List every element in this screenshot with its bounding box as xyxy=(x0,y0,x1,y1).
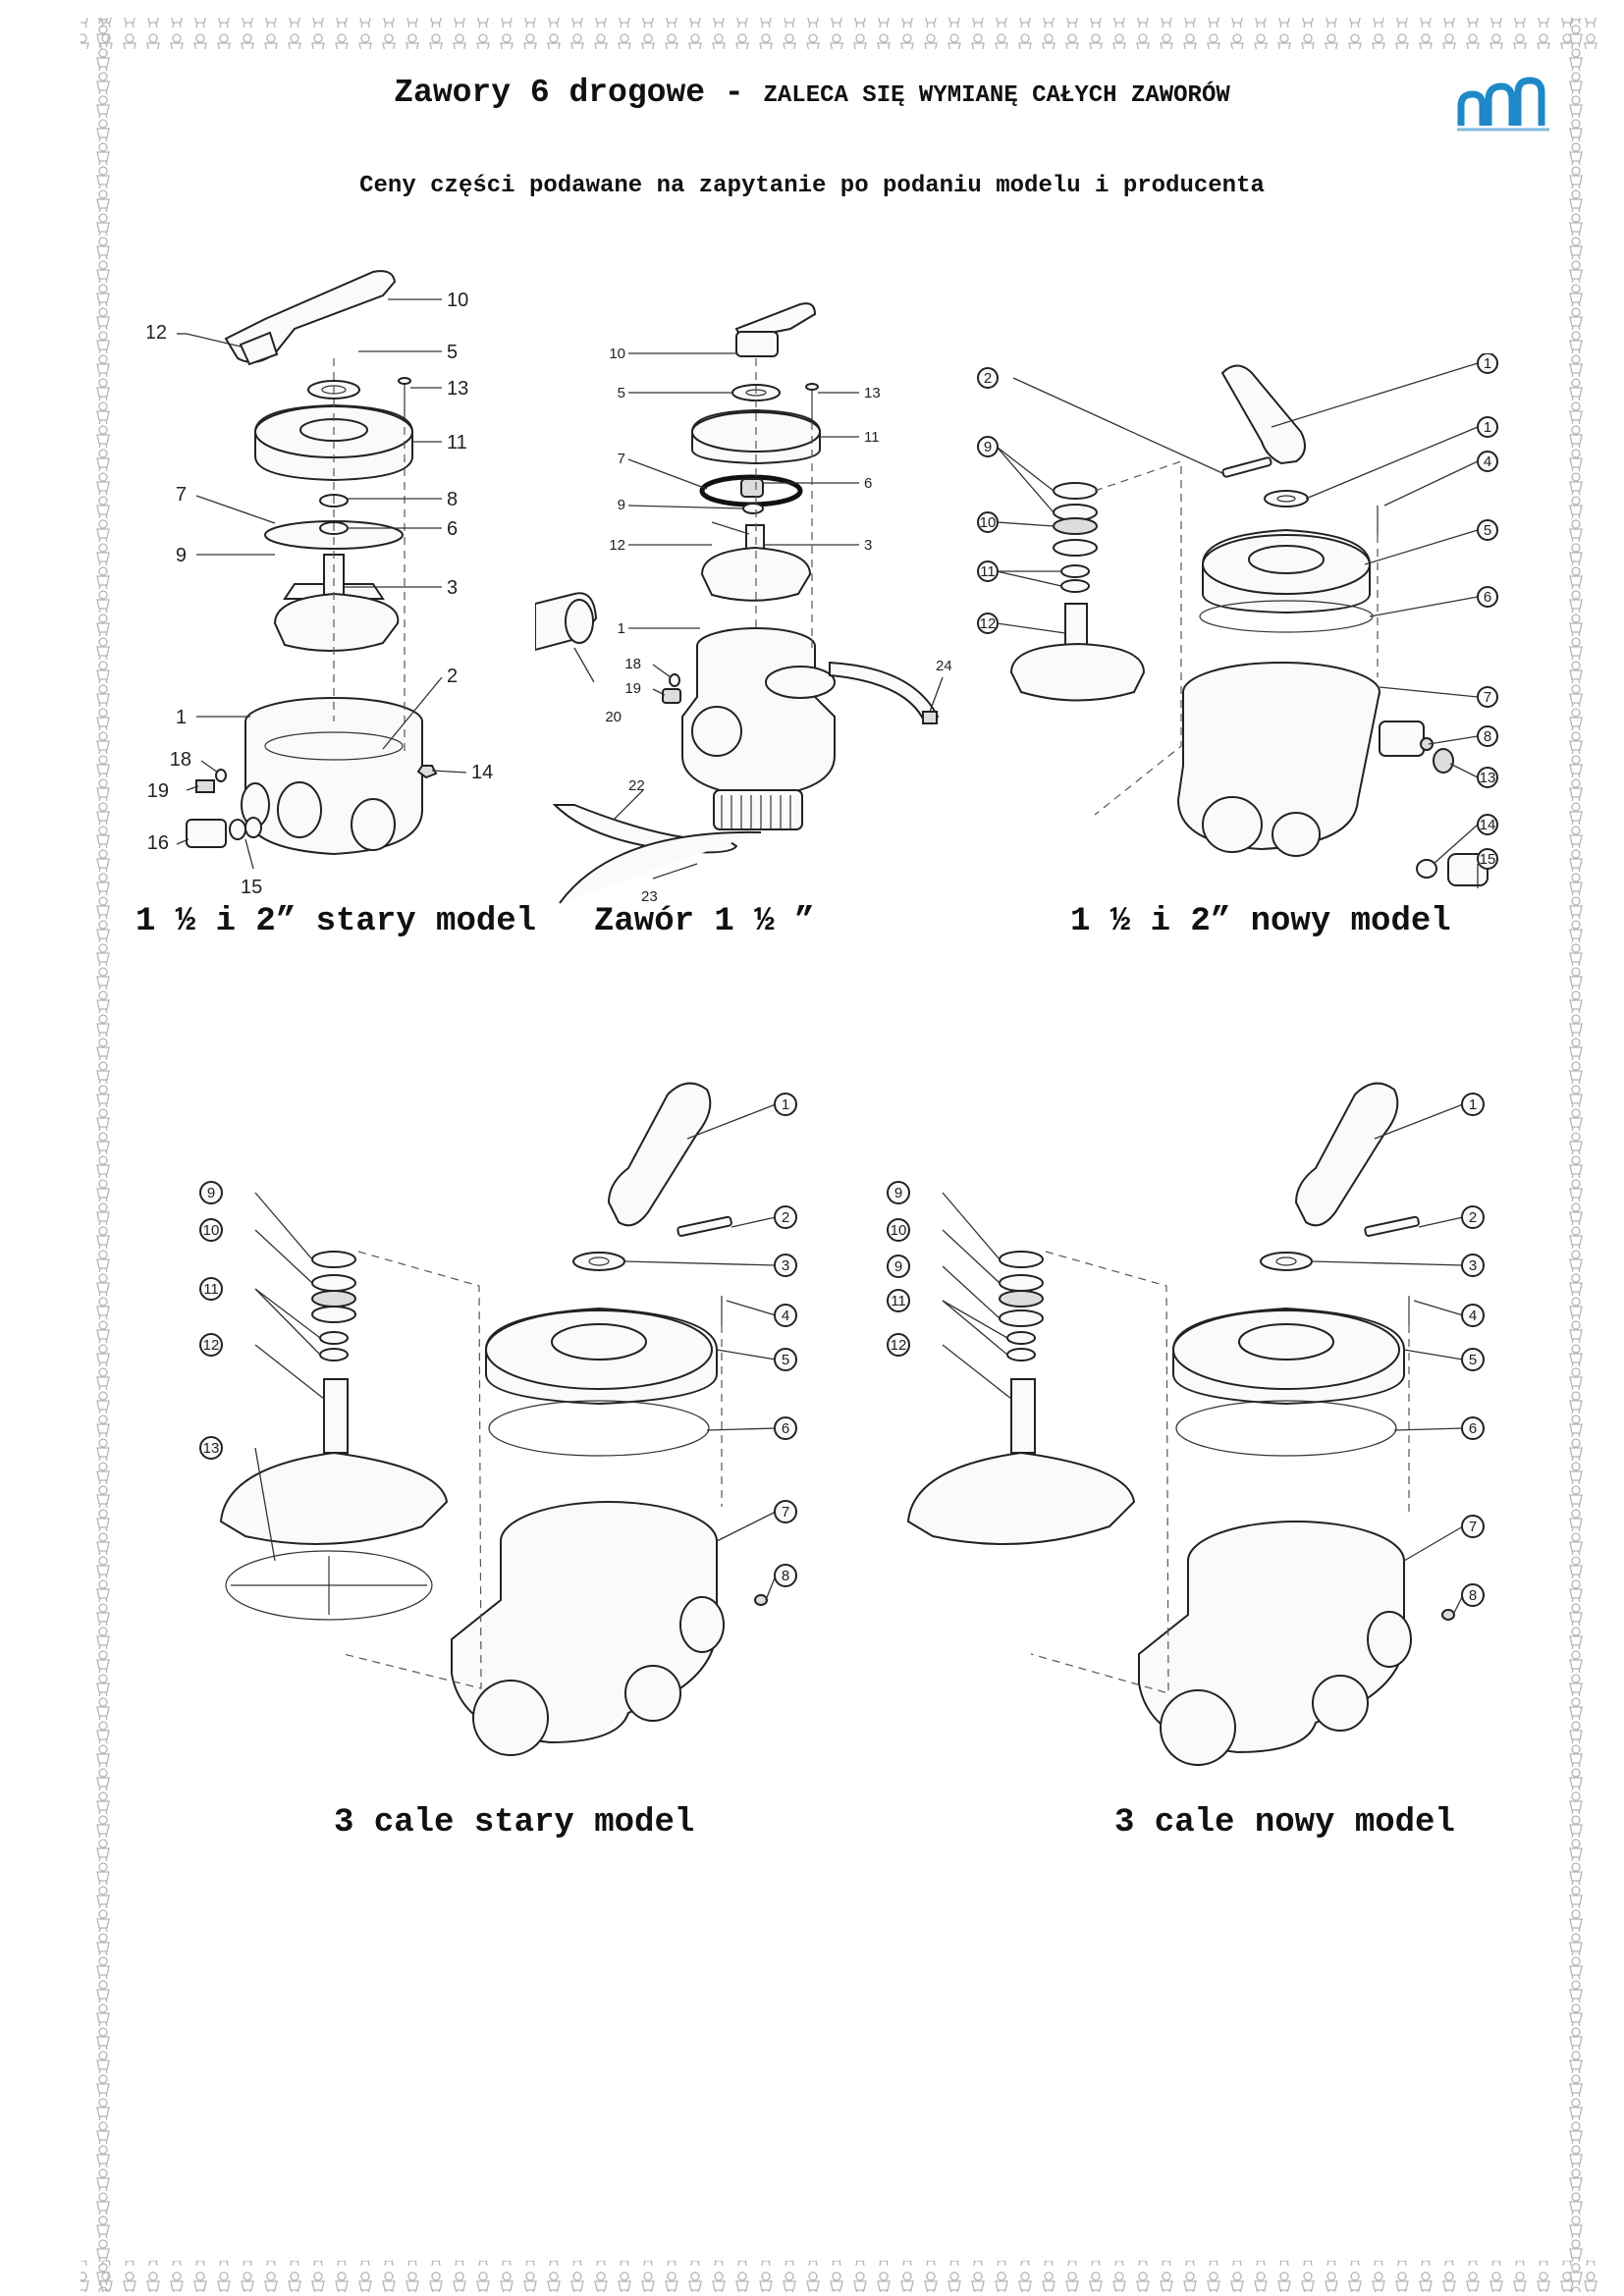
label-10: 10 xyxy=(447,290,468,311)
label-12: 12 xyxy=(980,615,997,632)
label-9: 9 xyxy=(618,497,625,513)
page-title: Zawory 6 drogowe - ZALECA SIĘ WYMIANĘ CA… xyxy=(0,75,1624,111)
label-12: 12 xyxy=(203,1337,220,1354)
label-3: 3 xyxy=(782,1257,789,1274)
wave-arches-logo xyxy=(1457,77,1549,132)
label-9b: 9 xyxy=(894,1258,902,1275)
diagram-old-model-3: 1 9 2 10 3 4 11 5 12 6 13 7 8 xyxy=(199,1082,797,1756)
label-2: 2 xyxy=(447,666,458,687)
label-19: 19 xyxy=(624,680,641,697)
label-1: 1 xyxy=(1469,1096,1477,1113)
label-5: 5 xyxy=(1469,1352,1477,1368)
label-10: 10 xyxy=(609,346,625,362)
label-11: 11 xyxy=(203,1281,219,1298)
label-9: 9 xyxy=(207,1185,215,1201)
label-12: 12 xyxy=(147,322,167,344)
label-3: 3 xyxy=(447,577,458,599)
diagram-new-model-3: 1 9 2 10 3 9 4 11 5 12 6 7 8 xyxy=(887,1082,1485,1766)
diagram-valve-1-5: 10 5 13 11 7 6 9 12 3 1 18 19 20 24 22 2… xyxy=(535,302,952,905)
label-9: 9 xyxy=(984,439,992,455)
label-10: 10 xyxy=(891,1222,907,1239)
label-20: 20 xyxy=(605,709,622,725)
label-5: 5 xyxy=(1484,522,1491,539)
label-1: 1 xyxy=(176,707,187,728)
label-11: 11 xyxy=(980,563,996,580)
label-1: 1 xyxy=(1484,355,1491,372)
label-9: 9 xyxy=(894,1185,902,1201)
caption-new-model-1-5-2: 1 ½ i 2” nowy model xyxy=(1070,903,1451,940)
label-24: 24 xyxy=(936,658,952,674)
label-6: 6 xyxy=(782,1420,789,1437)
label-7: 7 xyxy=(618,451,625,467)
label-2: 2 xyxy=(782,1209,789,1226)
diagram-new-model-1-5-2: 2 1 9 1 4 10 5 11 6 12 7 8 13 14 15 xyxy=(977,353,1498,888)
label-7: 7 xyxy=(1469,1519,1477,1535)
label-15: 15 xyxy=(1480,851,1496,868)
label-16: 16 xyxy=(147,832,169,854)
label-4: 4 xyxy=(782,1308,789,1324)
label-14: 14 xyxy=(471,762,493,783)
label-11: 11 xyxy=(891,1293,906,1309)
label-3: 3 xyxy=(1469,1257,1477,1274)
label-11: 11 xyxy=(864,429,880,446)
label-4: 4 xyxy=(1484,454,1491,470)
label-7: 7 xyxy=(1484,689,1491,706)
label-13: 13 xyxy=(864,385,881,401)
caption-old-model-1-5-2: 1 ½ i 2” stary model xyxy=(135,903,537,940)
label-12: 12 xyxy=(609,537,625,554)
page-subtitle: Ceny części podawane na zapytanie po pod… xyxy=(359,173,1265,199)
label-13: 13 xyxy=(447,378,468,400)
label-5: 5 xyxy=(618,385,625,401)
diagram-old-model-1-5-2: 10 12 5 13 11 7 8 6 9 3 2 1 18 19 14 16 … xyxy=(147,270,493,898)
caption-valve-1-5: Zawór 1 ½ ” xyxy=(594,903,815,940)
label-8: 8 xyxy=(782,1568,789,1584)
label-6: 6 xyxy=(1469,1420,1477,1437)
label-23: 23 xyxy=(641,888,658,905)
label-1: 1 xyxy=(782,1096,789,1113)
label-6: 6 xyxy=(1484,589,1491,606)
label-18: 18 xyxy=(170,749,191,771)
label-10: 10 xyxy=(203,1222,220,1239)
label-13: 13 xyxy=(1480,770,1496,786)
label-19: 19 xyxy=(147,780,169,802)
label-5: 5 xyxy=(782,1352,789,1368)
label-18: 18 xyxy=(624,656,641,672)
label-5: 5 xyxy=(447,342,458,363)
label-14: 14 xyxy=(1480,817,1496,833)
caption-old-model-3: 3 cale stary model xyxy=(334,1804,695,1842)
label-8: 8 xyxy=(447,489,458,510)
label-1b: 1 xyxy=(1484,419,1491,436)
title-note: ZALECA SIĘ WYMIANĘ CAŁYCH ZAWORÓW xyxy=(763,82,1230,109)
label-6: 6 xyxy=(864,475,872,492)
label-7: 7 xyxy=(782,1504,789,1521)
label-1: 1 xyxy=(618,620,625,637)
label-2: 2 xyxy=(984,370,992,387)
caption-new-model-3: 3 cale nowy model xyxy=(1114,1804,1455,1842)
label-10: 10 xyxy=(980,514,997,531)
label-22: 22 xyxy=(628,777,645,794)
label-12: 12 xyxy=(891,1337,907,1354)
label-4: 4 xyxy=(1469,1308,1477,1324)
label-8: 8 xyxy=(1469,1587,1477,1604)
label-7: 7 xyxy=(176,484,187,506)
label-3: 3 xyxy=(864,537,872,554)
title-main: Zawory 6 drogowe - xyxy=(394,75,764,111)
label-8: 8 xyxy=(1484,728,1491,745)
label-2: 2 xyxy=(1469,1209,1477,1226)
label-11: 11 xyxy=(447,432,467,454)
label-15: 15 xyxy=(241,877,262,898)
label-13: 13 xyxy=(203,1440,220,1457)
label-9: 9 xyxy=(176,545,187,566)
label-6: 6 xyxy=(447,518,458,540)
